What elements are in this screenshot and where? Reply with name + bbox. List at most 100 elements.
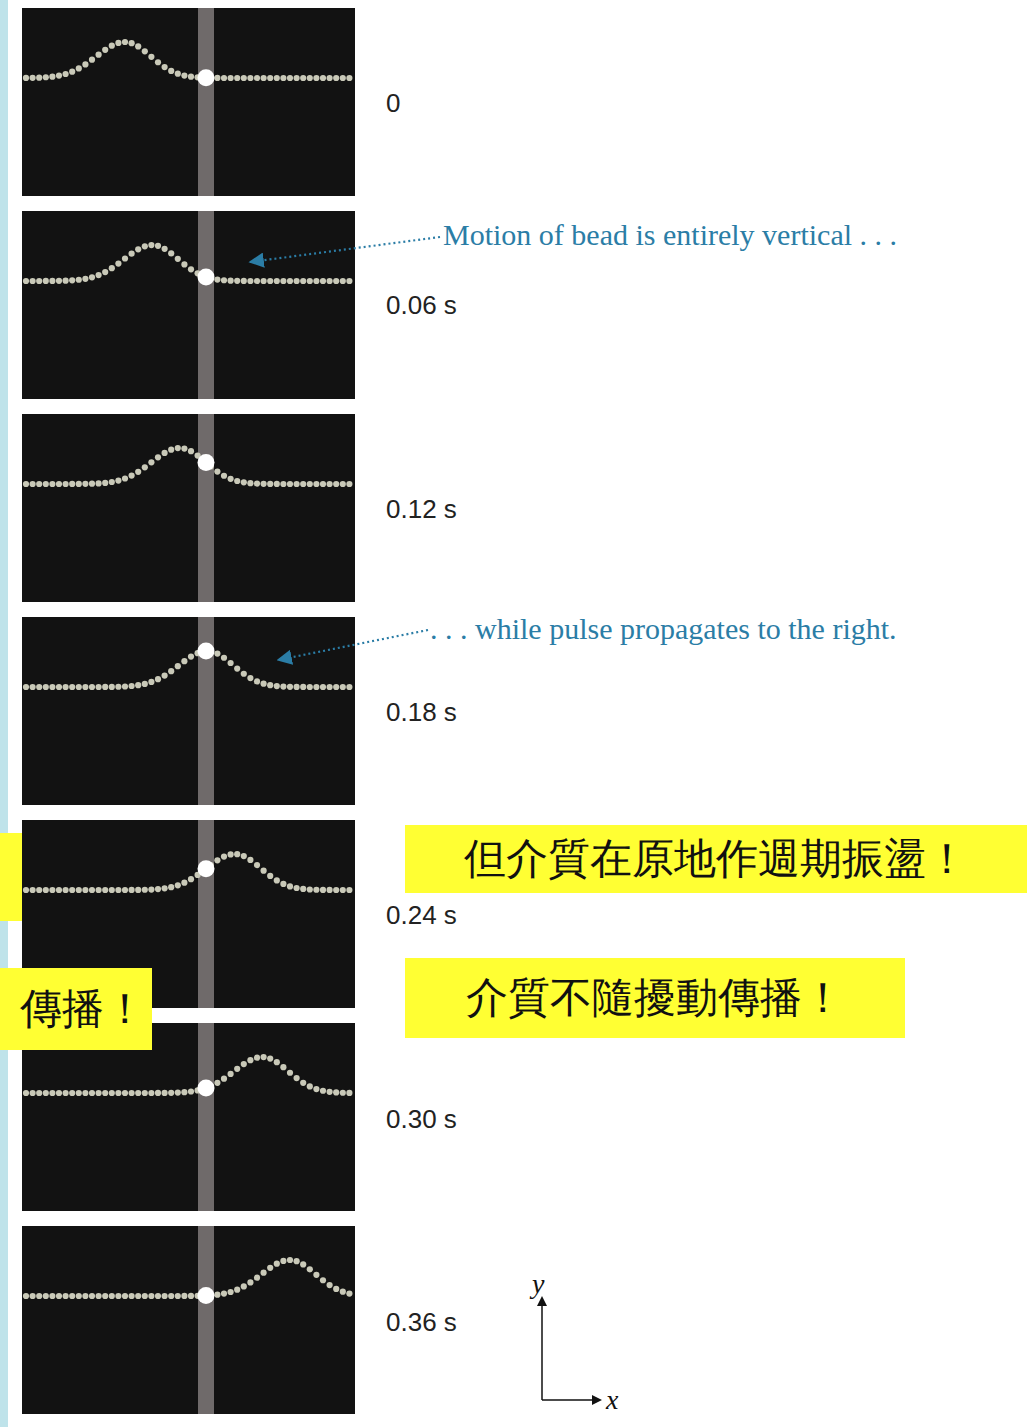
highlight-box: 介質不隨擾動傳播！: [405, 958, 905, 1038]
bead: [129, 473, 135, 479]
bead: [63, 1293, 69, 1299]
marker-band: [198, 1226, 214, 1414]
bead: [234, 665, 240, 671]
bead: [247, 278, 253, 284]
bead: [254, 75, 260, 81]
bead: [300, 278, 306, 284]
bead: [109, 1293, 115, 1299]
bead: [254, 862, 260, 868]
bead: [109, 1090, 115, 1096]
bead: [142, 1090, 148, 1096]
bead: [228, 75, 234, 81]
bead: [333, 75, 339, 81]
bead: [261, 278, 267, 284]
bead: [23, 1090, 29, 1096]
bead: [102, 1293, 108, 1299]
bead: [23, 481, 29, 487]
bead: [307, 1266, 313, 1272]
time-label: 0.36 s: [386, 1307, 457, 1338]
bead: [89, 57, 95, 63]
bead: [96, 887, 102, 893]
panel-ground: [22, 211, 355, 399]
bead: [96, 1090, 102, 1096]
bead: [56, 1293, 62, 1299]
highlight-text: 傳播！: [20, 984, 146, 1034]
bead: [333, 1089, 339, 1095]
highlight-box: 傳播！: [0, 968, 152, 1050]
bead: [221, 75, 227, 81]
bead: [49, 887, 55, 893]
bead: [82, 481, 88, 487]
tracked-bead: [198, 454, 215, 471]
bead: [63, 71, 69, 77]
bead: [56, 481, 62, 487]
bead: [267, 1055, 273, 1061]
bead: [102, 47, 108, 53]
bead: [320, 1277, 326, 1283]
bead: [89, 684, 95, 690]
bead: [267, 1265, 273, 1271]
panel-ground: [22, 1023, 355, 1211]
bead: [82, 61, 88, 67]
bead: [188, 448, 194, 454]
bead: [313, 75, 319, 81]
bead: [49, 278, 55, 284]
bead: [247, 675, 253, 681]
marker-band: [198, 617, 214, 805]
bead: [168, 447, 174, 453]
bead: [274, 1261, 280, 1267]
bead: [181, 445, 187, 451]
bead: [135, 682, 141, 688]
bead: [142, 1293, 148, 1299]
bead: [23, 278, 29, 284]
bead: [320, 481, 326, 487]
bead: [29, 481, 35, 487]
bead: [280, 1258, 286, 1264]
bead: [29, 278, 35, 284]
bead: [162, 64, 168, 70]
bead: [109, 479, 115, 485]
bead: [313, 481, 319, 487]
snapshot-panel: [22, 1226, 355, 1414]
bead: [49, 684, 55, 690]
snapshot-panel: [22, 211, 355, 399]
bead: [23, 1293, 29, 1299]
bead: [76, 684, 82, 690]
bead: [155, 59, 161, 65]
bead: [115, 260, 121, 266]
bead: [122, 255, 128, 261]
bead: [96, 52, 102, 58]
bead: [148, 886, 154, 892]
bead: [228, 476, 234, 482]
bead: [340, 75, 346, 81]
bead: [267, 278, 273, 284]
bead: [175, 71, 181, 77]
bead: [168, 68, 174, 74]
bead: [23, 887, 29, 893]
bead: [129, 887, 135, 893]
bead: [300, 1261, 306, 1267]
bead: [122, 887, 128, 893]
bead: [214, 857, 220, 863]
bead: [261, 681, 267, 687]
bead: [135, 887, 141, 893]
bead: [267, 873, 273, 879]
bead: [346, 481, 352, 487]
bead: [102, 480, 108, 486]
bead: [43, 481, 49, 487]
bead: [56, 1090, 62, 1096]
bead: [82, 684, 88, 690]
bead: [175, 256, 181, 262]
bead: [43, 684, 49, 690]
bead: [313, 1086, 319, 1092]
bead: [287, 75, 293, 81]
time-label: 0.30 s: [386, 1104, 457, 1135]
time-label: 0.12 s: [386, 494, 457, 525]
bead: [168, 668, 174, 674]
bead: [241, 75, 247, 81]
bead: [148, 459, 154, 465]
bead: [261, 868, 267, 874]
bead: [294, 684, 300, 690]
bead: [340, 1090, 346, 1096]
